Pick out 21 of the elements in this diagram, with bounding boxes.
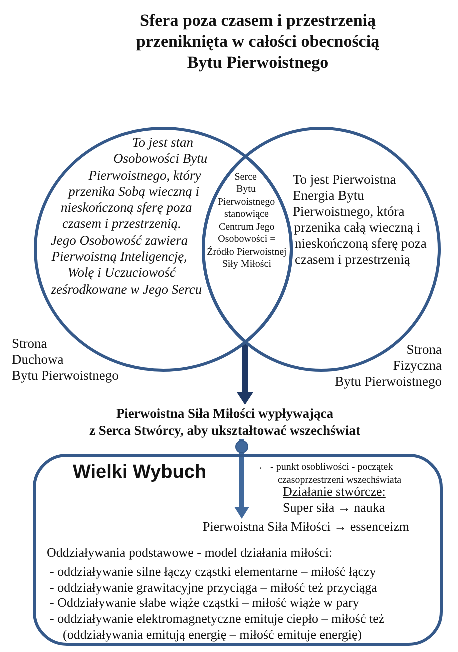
rounded-panel <box>33 454 443 646</box>
side-note: ← - punkt osobliwości - początek czasoprzestrzeni wszechświata <box>258 461 403 487</box>
mapping-text: Super siła → nauka <box>283 500 386 516</box>
side-caption: Strona Duchowa Bytu Pierwoistnego <box>12 336 119 383</box>
mapping-text: Pierwoistna Siła Miłości → essenceizm <box>203 519 410 535</box>
statement-text: Pierwoistna Siła Miłości wypływająca z Serca Stwórcy, aby ukształtować wszechświat <box>50 405 400 439</box>
side-caption: Strona Fizyczna Bytu Pierwoistnego <box>335 342 442 389</box>
circle-text: To jest stan Osobowości Bytu Pierwoistnego, który przenika Sobą wieczną i nieskończoną sferę poza czasem i przestrzenią. <box>60 135 208 232</box>
list-item: - oddziaływanie elektromagnetyczne emituje ciepło – miłość też <box>50 611 385 627</box>
arrow <box>234 439 250 519</box>
panel-heading: Wielki Wybuch <box>73 461 207 484</box>
list-item: - oddziaływanie silne łączy cząstki elementarne – miłość łączy <box>50 564 376 580</box>
section-heading: Działanie stwórcze: <box>283 485 386 499</box>
overlap-text: Serce Bytu Pierwoistnego stanowiące Centrum Jego Osobowości = Źródło Pierwoistnej Siły Miłości <box>207 172 287 270</box>
circle-text: Jego Osobowość zawiera Pierwoistną Inteligencję, Wolę i Uczuciowość ześrodkowane w Jego Sercu <box>50 232 202 297</box>
list-item: - Oddziaływanie słabe wiąże cząstki – miłość wiąże w pary <box>50 595 360 611</box>
list-item: - oddziaływanie grawitacyjne przyciąga – miłość też przyciąga <box>50 580 378 596</box>
diagram-title: Sfera poza czasem i przestrzenią przeniknięta w całości obecnością Bytu Pierwoistnego <box>135 10 381 73</box>
section-heading: Oddziaływania podstawowe - model działania miłości: <box>47 545 333 561</box>
circle-text: To jest Pierwoistna Energia Bytu Pierwoistnego, która przenika całą wieczną i nieskończoną sferę poza czasem i przestrzenią <box>293 172 427 267</box>
list-item-continuation: (oddziaływania emitują energię – miłość emituje energię) <box>63 627 362 643</box>
